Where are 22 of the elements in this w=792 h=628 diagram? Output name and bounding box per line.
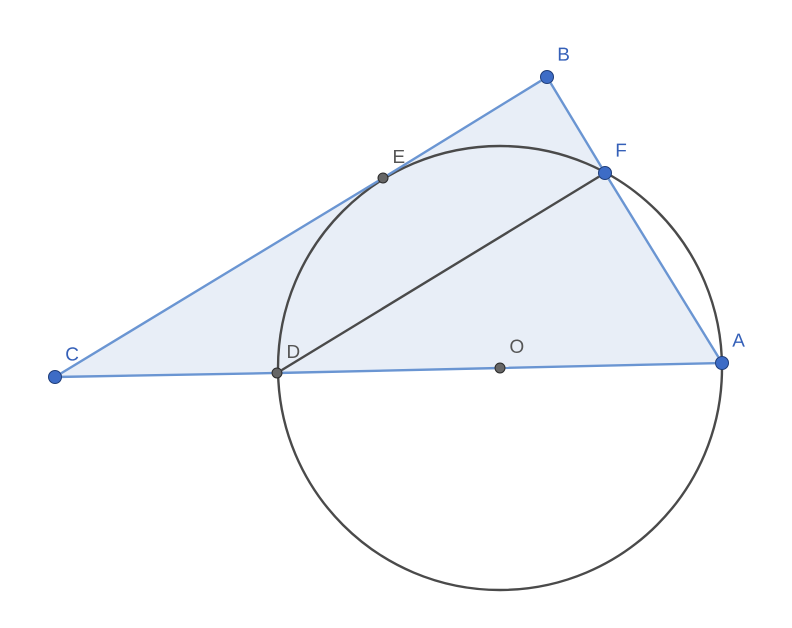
node-label: B [558,48,569,61]
node-label: C [66,347,78,361]
node-label: A [732,334,745,347]
point: C [48,347,78,384]
node-label: D [288,344,300,358]
point: A [715,334,745,370]
point: D [272,344,300,378]
segment [608,178,720,358]
point: E [378,150,404,184]
segment [387,80,542,176]
segment [60,180,379,374]
point: O [494,340,524,374]
point: B [540,48,569,84]
node-label: F [616,144,626,157]
segment [282,366,495,374]
segment [281,176,600,372]
segment [505,362,716,370]
segment [550,82,602,168]
node-label: E [394,150,404,163]
segment [62,372,272,378]
node-label: O [510,340,524,353]
point: F [598,144,626,180]
